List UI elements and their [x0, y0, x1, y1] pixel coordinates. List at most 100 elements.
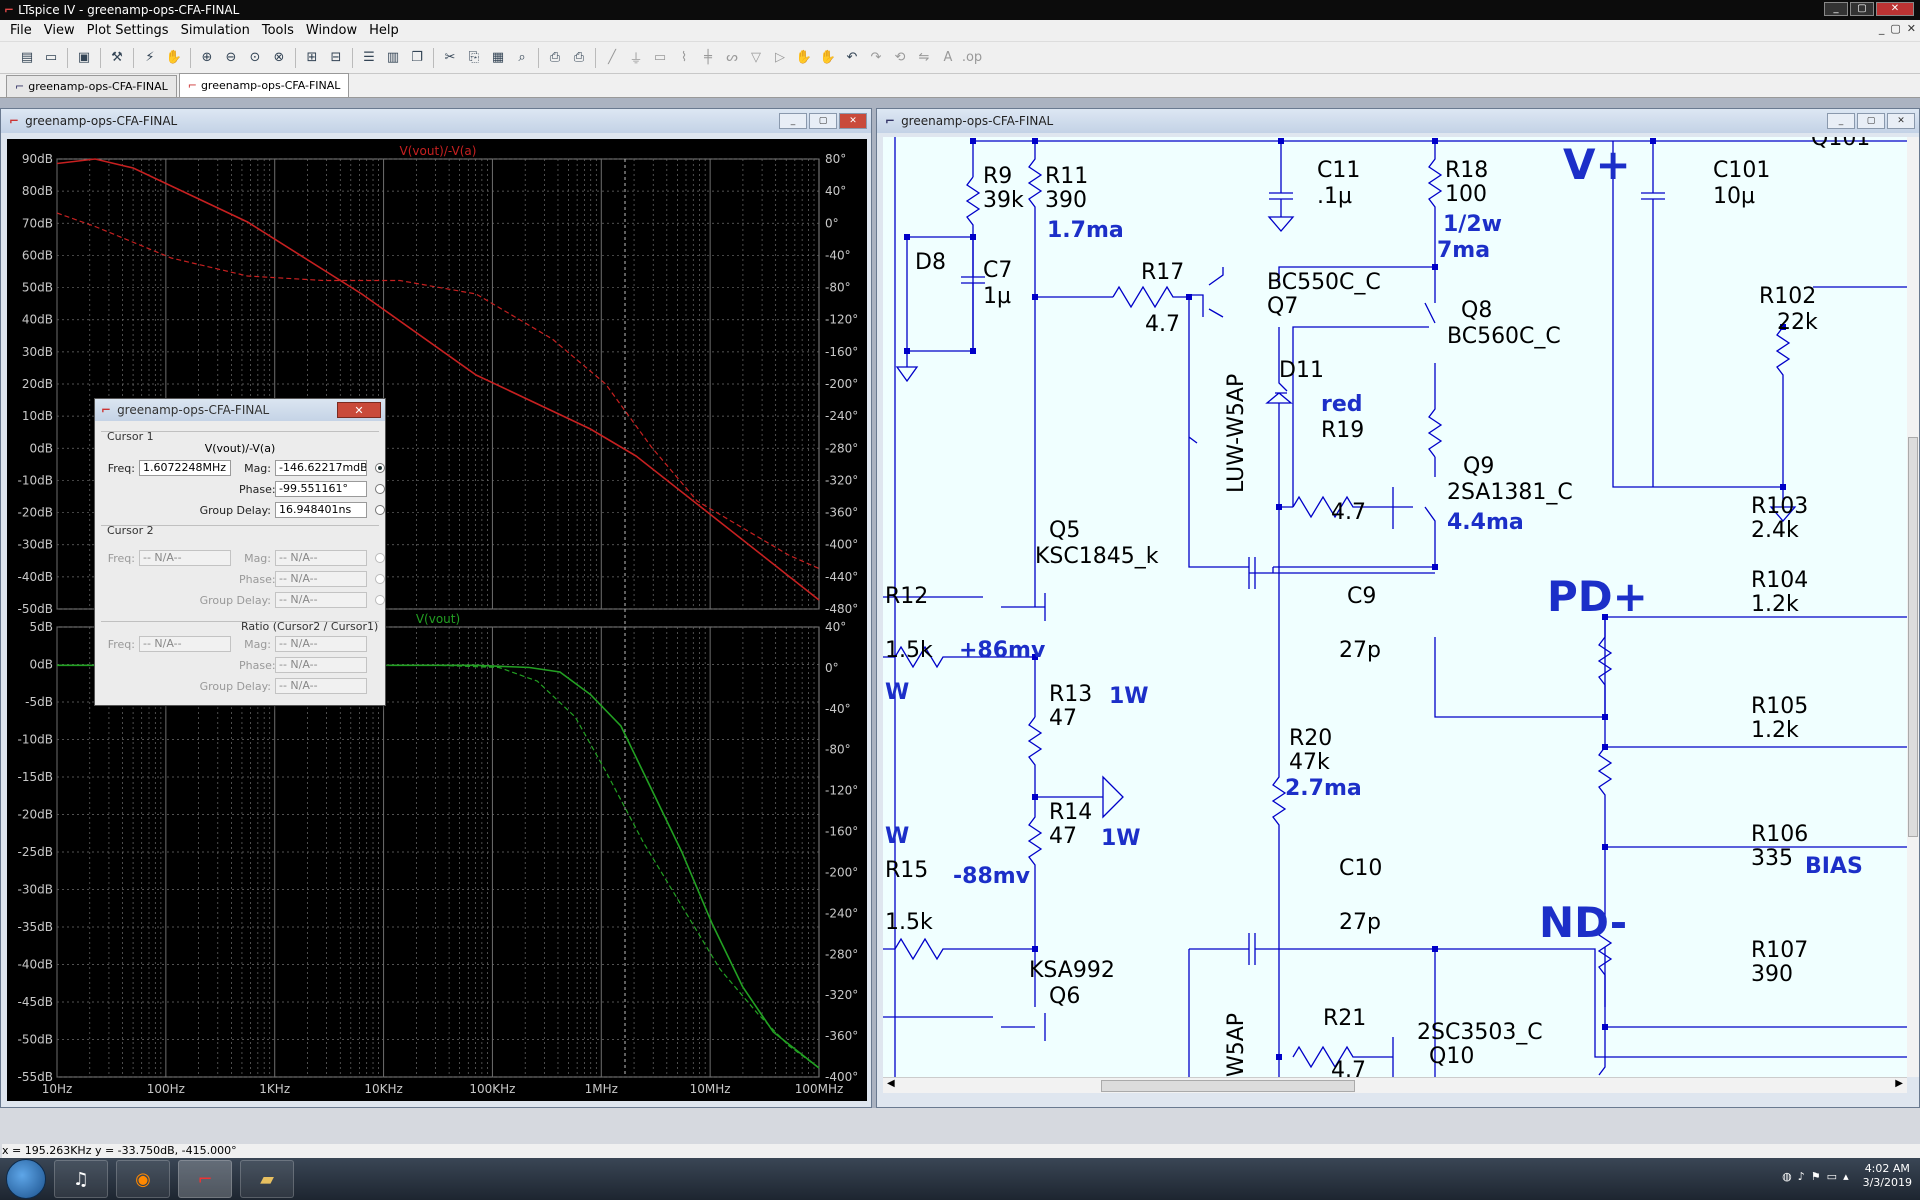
resistor-icon[interactable]: ⌇	[680, 50, 688, 65]
save-icon[interactable]: ▣	[77, 50, 91, 65]
cut-icon[interactable]: ✂	[444, 50, 456, 65]
zoom-out-icon[interactable]: ⊖	[225, 50, 237, 65]
zoom-in-icon[interactable]: ⊕	[201, 50, 213, 65]
r20-value: 47k	[1289, 750, 1330, 775]
ltspice-logo-icon: ⌐	[4, 3, 15, 17]
close-button[interactable]: ✕	[337, 402, 381, 418]
taskbar-explorer[interactable]: ▰	[240, 1160, 294, 1198]
flag-icon[interactable]: ⚑	[1810, 1169, 1821, 1183]
cursor1-gd-field[interactable]: 16.948401ns	[275, 502, 367, 518]
y-tick-label: -20dB	[18, 506, 53, 520]
label-icon[interactable]: ▭	[653, 50, 667, 65]
taskbar-ltspice[interactable]: ⌐	[178, 1160, 232, 1198]
minimize-button[interactable]: _	[1824, 2, 1848, 16]
bottom-phase-trace	[57, 664, 820, 1069]
tile-horizontal-icon[interactable]: ☰	[363, 50, 375, 65]
schematic-canvas[interactable]: R9 39k R11 390 C11 .1µ R18 100 C101 10µ …	[883, 137, 1907, 1077]
start-button[interactable]	[6, 1159, 46, 1199]
ground-icon[interactable]: ⏚	[629, 52, 643, 67]
cascade-icon[interactable]: ❐	[411, 50, 423, 65]
draw-wire-icon[interactable]: ╱	[608, 50, 616, 65]
diode-icon[interactable]: ▽	[751, 50, 761, 65]
redo-icon[interactable]: ↷	[870, 50, 882, 65]
q7-label: Q7	[1267, 294, 1298, 319]
tile-vertical-icon[interactable]: ▥	[386, 50, 400, 65]
cursor1-phase-radio[interactable]	[375, 484, 385, 494]
zoom-area-icon[interactable]: ⊙	[249, 50, 261, 65]
cursor1-gd-radio[interactable]	[375, 505, 385, 515]
halt-icon[interactable]: ✋	[165, 50, 183, 65]
maximize-button[interactable]: ▢	[809, 113, 837, 129]
r105-label: R105	[1751, 694, 1808, 719]
y-tick-label: -35dB	[18, 920, 53, 934]
tab-label: greenamp-ops-CFA-FINAL	[200, 79, 341, 92]
cursor-dialog-titlebar[interactable]: ⌐ greenamp-ops-CFA-FINAL	[95, 399, 385, 421]
horizontal-scrollbar[interactable]: ◀ ▶	[883, 1077, 1907, 1093]
maximize-button[interactable]: ▢	[1857, 113, 1885, 129]
ratio-freq-row: Freq: -- N/A--	[107, 636, 231, 652]
close-button[interactable]: ✕	[839, 113, 867, 129]
waveform-window-titlebar[interactable]: ⌐ greenamp-ops-CFA-FINAL _ ▢ ✕	[1, 109, 871, 133]
taskbar-media-app[interactable]: ♫	[54, 1160, 108, 1198]
open-icon[interactable]: ▭	[44, 50, 58, 65]
cursor1-mag-field[interactable]: -146.62217mdB	[275, 460, 367, 476]
zoom-fit-icon[interactable]: ⊗	[273, 50, 285, 65]
drag-icon[interactable]: ✋	[819, 50, 837, 65]
component-icon[interactable]: ▷	[775, 50, 785, 65]
network-icon[interactable]: ◍	[1782, 1169, 1792, 1183]
autorange-icon[interactable]: ⊞	[306, 50, 318, 65]
menu-window[interactable]: Window	[305, 23, 358, 38]
move-icon[interactable]: ✋	[795, 50, 813, 65]
vertical-scroll-thumb[interactable]	[1908, 437, 1918, 837]
capacitor-icon[interactable]: ╪	[704, 50, 712, 65]
mdi-close-button[interactable]: ✕	[1906, 22, 1916, 35]
scroll-left-icon[interactable]: ◀	[887, 1078, 895, 1089]
menu-help[interactable]: Help	[369, 23, 399, 38]
schematic-window-titlebar[interactable]: ⌐ greenamp-ops-CFA-FINAL _ ▢ ✕	[877, 109, 1919, 133]
minimize-button[interactable]: _	[1827, 113, 1855, 129]
inductor-icon[interactable]: ᔕ	[726, 50, 738, 65]
run-icon[interactable]: ⚡	[145, 50, 155, 65]
restore-button[interactable]: ▢	[1850, 2, 1874, 16]
menu-simulation[interactable]: Simulation	[180, 23, 250, 38]
copy-icon[interactable]: ⎘	[468, 50, 480, 65]
mdi-restore-button[interactable]: ▢	[1890, 22, 1901, 35]
mdi-minimize-button[interactable]: _	[1878, 22, 1885, 35]
cursor1-freq-field[interactable]: 1.6072248MHz	[139, 460, 231, 476]
mirror-icon[interactable]: ⇋	[918, 50, 930, 65]
cursor1-phase-field[interactable]: -99.551161°	[275, 481, 367, 497]
clock[interactable]: 4:02 AM 3/3/2019	[1863, 1162, 1912, 1190]
text-icon[interactable]: A	[943, 50, 953, 65]
tab-waveform[interactable]: ⌐ greenamp-ops-CFA-FINAL	[178, 73, 350, 97]
tab-schematic[interactable]: ⌐ greenamp-ops-CFA-FINAL	[6, 75, 177, 97]
print-icon[interactable]: ⎙	[549, 50, 561, 65]
minimize-button[interactable]: _	[779, 113, 807, 129]
q6-type: KSA992	[1029, 958, 1115, 983]
paste-icon[interactable]: ▦	[491, 50, 505, 65]
close-button[interactable]: ✕	[1876, 2, 1914, 16]
menu-plot-settings[interactable]: Plot Settings	[86, 23, 169, 38]
undo-icon[interactable]: ↶	[846, 50, 858, 65]
taskbar-firefox[interactable]: ◉	[116, 1160, 170, 1198]
control-panel-icon[interactable]: ⚒	[111, 50, 123, 65]
schematic-svg[interactable]: R9 39k R11 390 C11 .1µ R18 100 C101 10µ …	[883, 137, 1907, 1077]
close-button[interactable]: ✕	[1887, 113, 1915, 129]
volume-icon[interactable]: ♪	[1797, 1169, 1805, 1183]
new-schematic-icon[interactable]: ▤	[20, 50, 34, 65]
spice-directive-icon[interactable]: .op	[961, 50, 983, 65]
menu-tools[interactable]: Tools	[261, 23, 294, 38]
scroll-right-icon[interactable]: ▶	[1895, 1078, 1903, 1089]
autorange-y-icon[interactable]: ⊟	[330, 50, 342, 65]
find-icon[interactable]: ⌕	[518, 50, 526, 65]
tray-arrow-icon[interactable]: ▴	[1843, 1169, 1849, 1183]
rotate-icon[interactable]: ⟲	[894, 50, 906, 65]
print-setup-icon[interactable]: ⎙	[573, 50, 585, 65]
menu-view[interactable]: View	[43, 23, 75, 38]
cursor1-mag-radio[interactable]	[375, 463, 385, 473]
menu-file[interactable]: File	[10, 23, 32, 38]
monitor-icon[interactable]: ▭	[1826, 1169, 1838, 1183]
r11-note: 1.7ma	[1047, 218, 1124, 243]
cursor2-gd-row: Group Delay: -- N/A--	[185, 592, 385, 608]
horizontal-scroll-thumb[interactable]	[1101, 1080, 1355, 1092]
vertical-scrollbar[interactable]	[1907, 137, 1919, 1077]
